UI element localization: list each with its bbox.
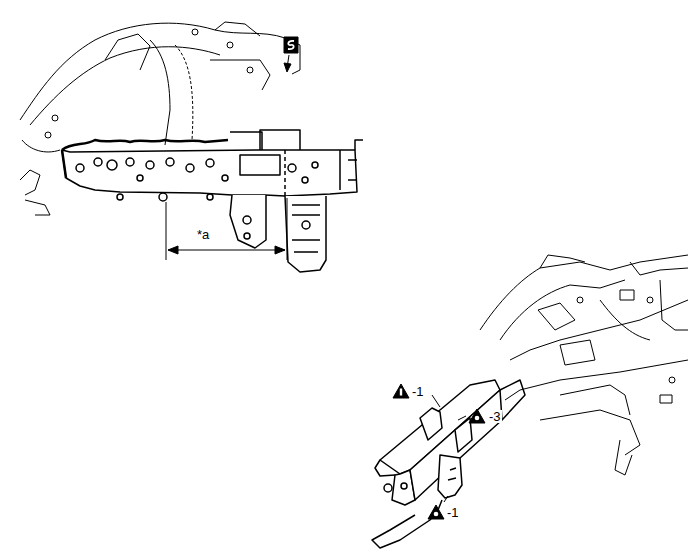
nut-symbol-1 xyxy=(428,496,448,519)
nut-symbol-3 xyxy=(458,409,485,423)
callout-number: -1 xyxy=(446,506,460,519)
dimension-label: *a xyxy=(196,228,210,241)
perspective-side-member xyxy=(372,380,525,548)
bolt-symbol-i xyxy=(393,384,440,407)
callout-number: -1 xyxy=(411,385,425,398)
dimension-line xyxy=(166,198,287,260)
callout-number: -3 xyxy=(488,410,502,423)
perspective-body xyxy=(480,255,688,475)
front-side-member xyxy=(62,130,363,272)
weld-symbol xyxy=(284,37,298,72)
